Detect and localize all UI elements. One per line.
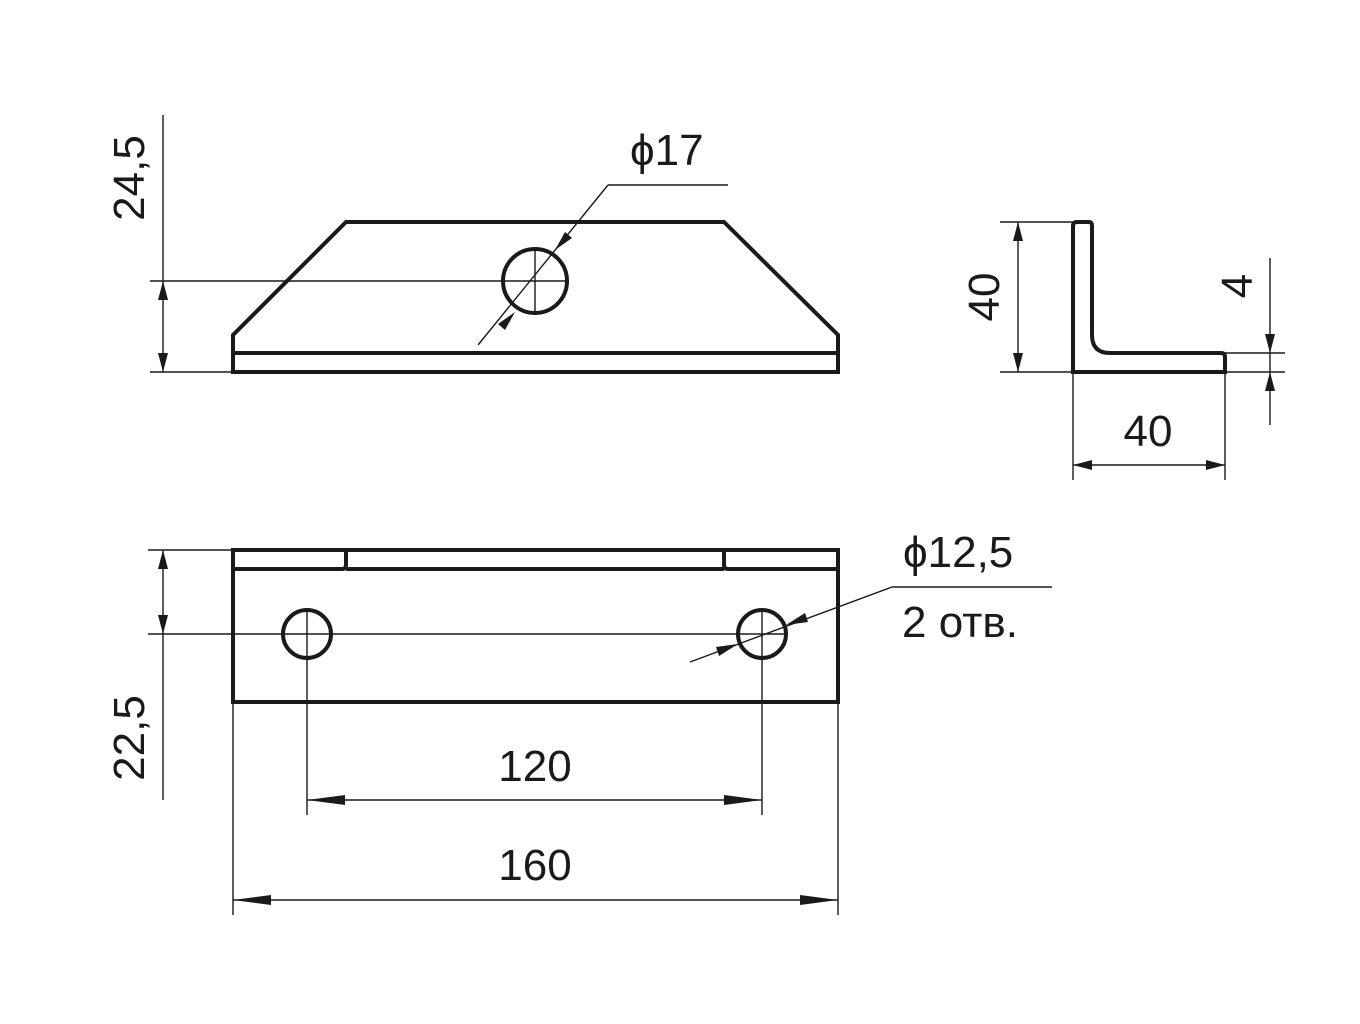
angle-profile [1071,220,1227,374]
top-offset-arrow-top [158,550,168,569]
side-height-dim-text: 40 [960,273,1009,322]
top-view: 22,5 ϕ12,5 2 отв. 120 160 [105,528,1052,915]
front-hole-leader-arrow-outer [555,232,572,250]
front-view: 24,5 ϕ17 [105,115,840,374]
side-view: 40 40 4 [960,220,1285,480]
top-hole-leader-arrow-outer [786,613,808,625]
top-offset-dim-text: 22,5 [105,695,154,781]
front-hole-leader [477,184,609,346]
side-thickness-arrow-top [1265,334,1275,353]
top-offset-arrow-bottom [158,615,168,634]
top-hole-note-text: 2 отв. [902,598,1018,647]
top-view-flange-edge [233,550,838,571]
top-hole-leader-arrow-inner [716,644,738,656]
front-height-dim-text: 24,5 [105,135,154,221]
hole-spacing-arrow-left [307,795,345,805]
front-hole-dim-text: ϕ17 [630,126,704,175]
front-height-arrow-top [158,281,168,300]
overall-length-arrow-left [233,895,271,905]
top-hole-dim-text: ϕ12,5 [903,528,1013,577]
side-width-arrow-left [1073,460,1092,470]
overall-length-arrow-right [800,895,838,905]
side-width-dim-text: 40 [1124,407,1173,456]
side-width-arrow-right [1206,460,1225,470]
front-height-arrow-bottom [158,353,168,372]
overall-length-dim-text: 160 [498,841,571,890]
side-thickness-dim-text: 4 [1213,274,1262,298]
top-view-outline [231,548,840,704]
front-view-outline [231,220,840,374]
side-height-arrow-bottom [1013,353,1023,372]
side-thickness-arrow-bottom [1265,372,1275,391]
front-hole-leader-arrow-inner [498,312,515,330]
side-height-arrow-top [1013,222,1023,241]
hole-spacing-arrow-right [724,795,762,805]
hole-spacing-dim-text: 120 [498,742,571,791]
